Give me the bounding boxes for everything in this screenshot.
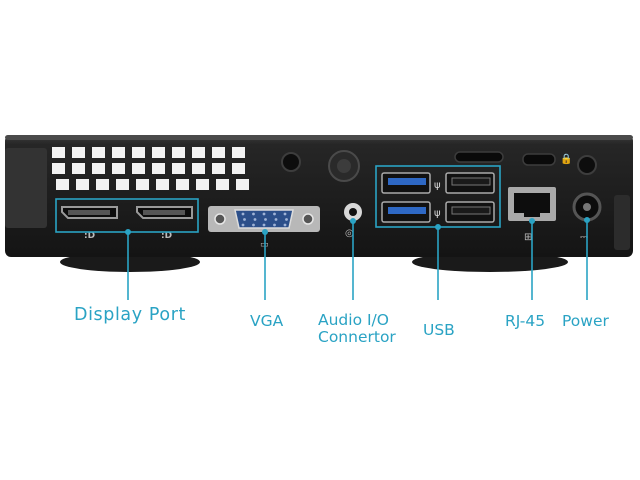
vga-port[interactable] bbox=[208, 206, 320, 232]
vga-pin bbox=[252, 212, 255, 216]
vent-slot bbox=[132, 163, 145, 174]
vent-slot bbox=[112, 147, 125, 158]
vga-pin bbox=[273, 223, 276, 227]
usb2-port-bottom[interactable] bbox=[445, 201, 495, 223]
vent-slot bbox=[72, 163, 85, 174]
usb-icon: ψ bbox=[434, 208, 441, 219]
vga-pin bbox=[262, 212, 266, 216]
displayport-icon: :D bbox=[161, 231, 172, 241]
security-slot bbox=[454, 151, 504, 163]
callout-dot bbox=[125, 229, 132, 236]
lock-hole-left bbox=[281, 152, 301, 172]
label-vga: VGA bbox=[250, 312, 284, 330]
vent-slot bbox=[196, 179, 209, 190]
vent-slot bbox=[52, 147, 65, 158]
vent-slot bbox=[96, 179, 109, 190]
vga-pin bbox=[243, 218, 246, 221]
vent-slot bbox=[212, 147, 225, 158]
chassis-right-cap bbox=[614, 195, 630, 250]
label-power: Power bbox=[562, 312, 609, 330]
vent-slot bbox=[152, 163, 165, 174]
vent-slot bbox=[56, 179, 69, 190]
vga-pin bbox=[264, 218, 267, 221]
vent-slot bbox=[152, 147, 165, 158]
vga-pin bbox=[262, 223, 266, 227]
chassis-top-edge bbox=[5, 135, 633, 140]
vga-pin bbox=[274, 218, 278, 221]
power-jack[interactable] bbox=[572, 192, 602, 222]
rj45-port[interactable] bbox=[508, 187, 556, 221]
vent-slot bbox=[92, 147, 105, 158]
kensington-slot bbox=[522, 153, 556, 166]
vent-slot bbox=[112, 163, 125, 174]
vga-pin bbox=[253, 218, 257, 221]
vent-slot bbox=[136, 179, 149, 190]
callout-dot bbox=[583, 217, 590, 224]
callout-dot bbox=[261, 229, 268, 236]
dc-power-icon: ⎓ bbox=[580, 232, 588, 243]
vga-pin bbox=[252, 223, 255, 227]
label-usb: USB bbox=[423, 321, 455, 339]
vent-slot bbox=[156, 179, 169, 190]
vent-slot bbox=[132, 147, 145, 158]
vent-slot bbox=[232, 163, 245, 174]
vent-slot bbox=[52, 163, 65, 174]
vga-pin bbox=[241, 212, 245, 216]
vent-grille bbox=[52, 147, 249, 190]
vga-pin bbox=[273, 212, 276, 216]
vent-slot bbox=[92, 163, 105, 174]
vga-pin bbox=[285, 218, 288, 221]
vent-slot bbox=[192, 147, 205, 158]
label-rj45: RJ-45 bbox=[505, 312, 546, 330]
displayport-2[interactable] bbox=[136, 206, 193, 219]
usb3-port-top[interactable] bbox=[381, 172, 431, 194]
network-icon: ⊞ bbox=[524, 232, 532, 243]
usb3-port-bottom[interactable] bbox=[381, 201, 431, 223]
label-audio-line1: Audio I/O bbox=[318, 311, 389, 329]
vent-slot bbox=[172, 163, 185, 174]
callout-dot bbox=[528, 218, 535, 225]
vent-slot bbox=[192, 163, 205, 174]
label-display-port: Display Port bbox=[74, 305, 186, 325]
vga-pin bbox=[283, 223, 287, 227]
thumbscrew bbox=[328, 150, 360, 182]
usb2-port-top[interactable] bbox=[445, 172, 495, 194]
vent-slot bbox=[236, 179, 249, 190]
vent-slot bbox=[232, 147, 245, 158]
audio-icon: ◎ bbox=[345, 228, 354, 239]
vent-slot bbox=[212, 163, 225, 174]
vent-slot bbox=[116, 179, 129, 190]
lock-icon: 🔒 bbox=[560, 153, 572, 165]
lock-hole-right bbox=[577, 155, 597, 175]
label-audio: Audio I/O Connertor bbox=[318, 312, 396, 346]
vent-slot bbox=[172, 147, 185, 158]
chassis-left-cap bbox=[5, 148, 47, 228]
vga-pin bbox=[241, 223, 245, 227]
vent-slot bbox=[216, 179, 229, 190]
callout-dot bbox=[349, 218, 356, 225]
audio-jack[interactable] bbox=[344, 203, 362, 221]
vga-pin bbox=[283, 212, 287, 216]
vent-slot bbox=[76, 179, 89, 190]
vent-slot bbox=[176, 179, 189, 190]
label-audio-line2: Connertor bbox=[318, 328, 396, 346]
displayport-icon: :D bbox=[84, 231, 95, 241]
callout-dot bbox=[434, 224, 441, 231]
displayport-1[interactable] bbox=[61, 206, 118, 219]
usb-icon: ψ bbox=[434, 180, 441, 191]
vent-slot bbox=[72, 147, 85, 158]
